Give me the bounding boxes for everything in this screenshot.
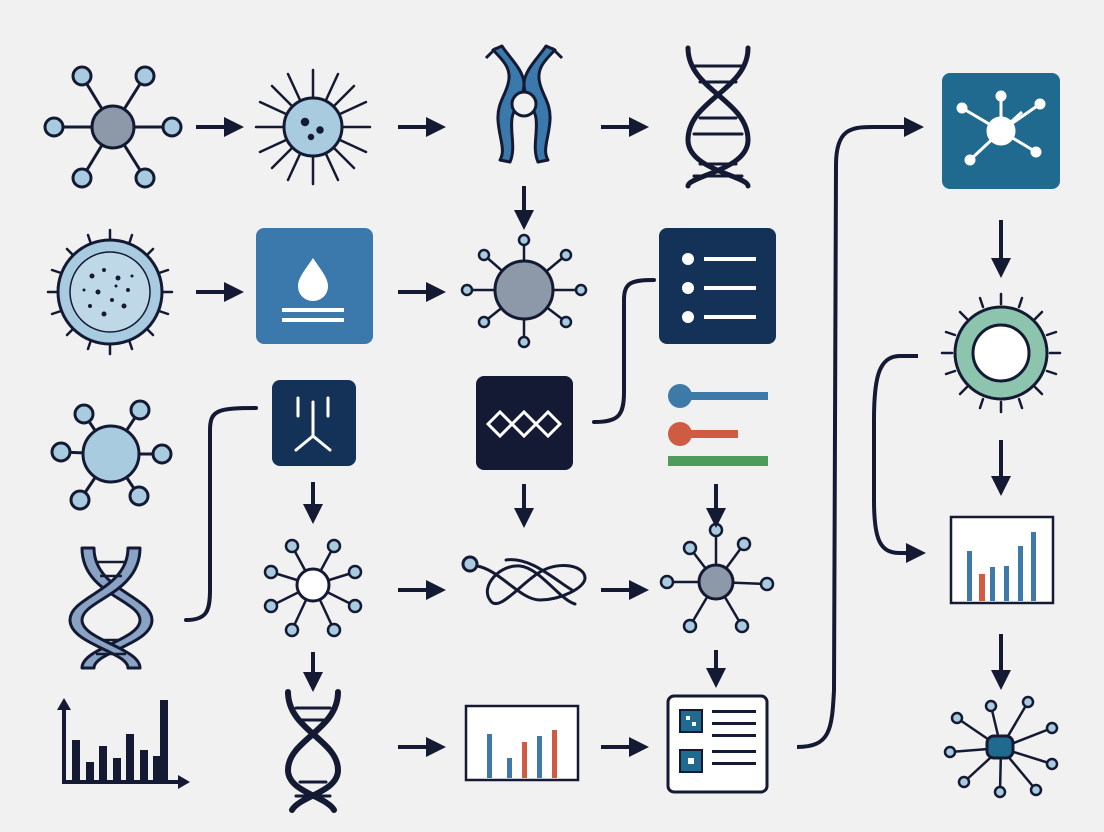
ring-cell-icon	[940, 292, 1062, 414]
water-drop-card-icon	[256, 228, 373, 344]
connector-lines	[184, 278, 656, 622]
network-card-icon	[942, 73, 1060, 189]
wave-signal-card-icon	[476, 376, 573, 470]
network-node-icon	[659, 522, 775, 634]
arrow	[872, 354, 926, 563]
flow-arrows	[196, 117, 1011, 757]
network-node-icon	[263, 538, 363, 638]
dna-helix-icon	[685, 45, 751, 189]
molecule-icon	[50, 399, 173, 511]
dna-helix-icon	[68, 546, 154, 670]
chart-card-icon	[464, 704, 580, 782]
network-node-icon	[43, 65, 183, 189]
progress-bars-icon	[668, 384, 768, 466]
antibody-icon	[484, 44, 564, 164]
document-card-icon	[666, 694, 769, 794]
network-node-icon	[943, 695, 1059, 799]
chart-card-icon	[949, 515, 1055, 605]
virus-icon	[254, 68, 372, 186]
list-card-icon	[659, 228, 776, 344]
bar-chart-icon	[57, 698, 190, 789]
knot-icon	[461, 555, 587, 606]
cell-icon	[46, 228, 174, 356]
dna-helix-icon	[284, 689, 342, 813]
network-node-icon	[460, 233, 588, 349]
arrow	[796, 117, 924, 749]
y-antibody-card-icon	[272, 380, 356, 466]
